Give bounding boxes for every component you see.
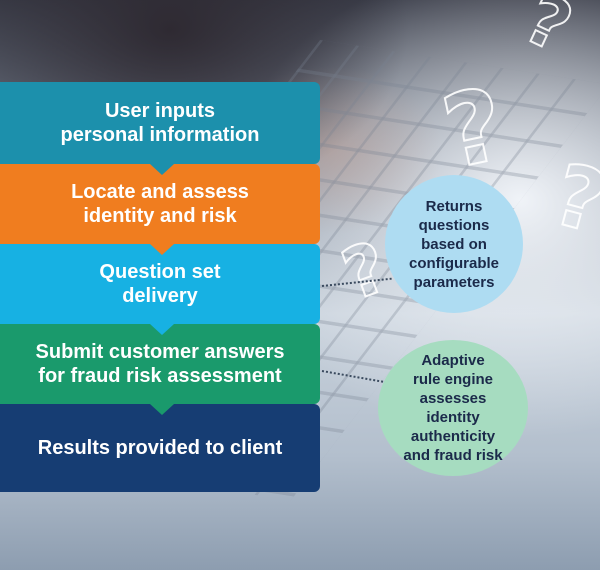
step-label-line1: Results provided to client [37, 437, 283, 459]
bubble-line: parameters [413, 273, 495, 291]
step-label-line1: Locate and assess [71, 181, 249, 203]
down-arrow-icon [150, 164, 174, 175]
process-steps: User inputs personal information Locate … [0, 82, 320, 492]
step-label-line1: Submit customer answers [35, 341, 285, 363]
step-question-set: Question set delivery [0, 244, 320, 335]
bubble-returns-questions: Returns questions based on configurable … [385, 175, 523, 313]
step-label-line2: delivery [122, 285, 198, 307]
bubble-line: questions [418, 216, 490, 234]
step-label-line1: Question set [99, 261, 221, 283]
bubble-line: authenticity [410, 428, 496, 445]
bubble-line: Returns [425, 197, 483, 215]
bubble-line: configurable [408, 254, 499, 272]
step-label-line2: identity and risk [83, 205, 237, 227]
bubble-line: Adaptive [421, 352, 485, 369]
step-label-line2: for fraud risk assessment [38, 365, 282, 387]
bubble-line: and fraud risk [403, 447, 503, 464]
bubble-line: based on [421, 235, 487, 253]
step-submit-answers: Submit customer answers for fraud risk a… [0, 324, 320, 415]
step-user-inputs: User inputs personal information [0, 82, 320, 175]
down-arrow-icon [150, 404, 174, 415]
step-locate-assess: Locate and assess identity and risk [0, 164, 320, 255]
bubble-line: assesses identity [419, 390, 487, 426]
down-arrow-icon [150, 244, 174, 255]
step-label-line2: personal information [60, 124, 260, 146]
step-results: Results provided to client [0, 404, 320, 492]
bubble-line: rule engine [412, 371, 494, 388]
bubble-rule-engine: Adaptive rule engine assesses identity a… [378, 340, 528, 476]
down-arrow-icon [150, 324, 174, 335]
step-label-line1: User inputs [104, 100, 216, 122]
